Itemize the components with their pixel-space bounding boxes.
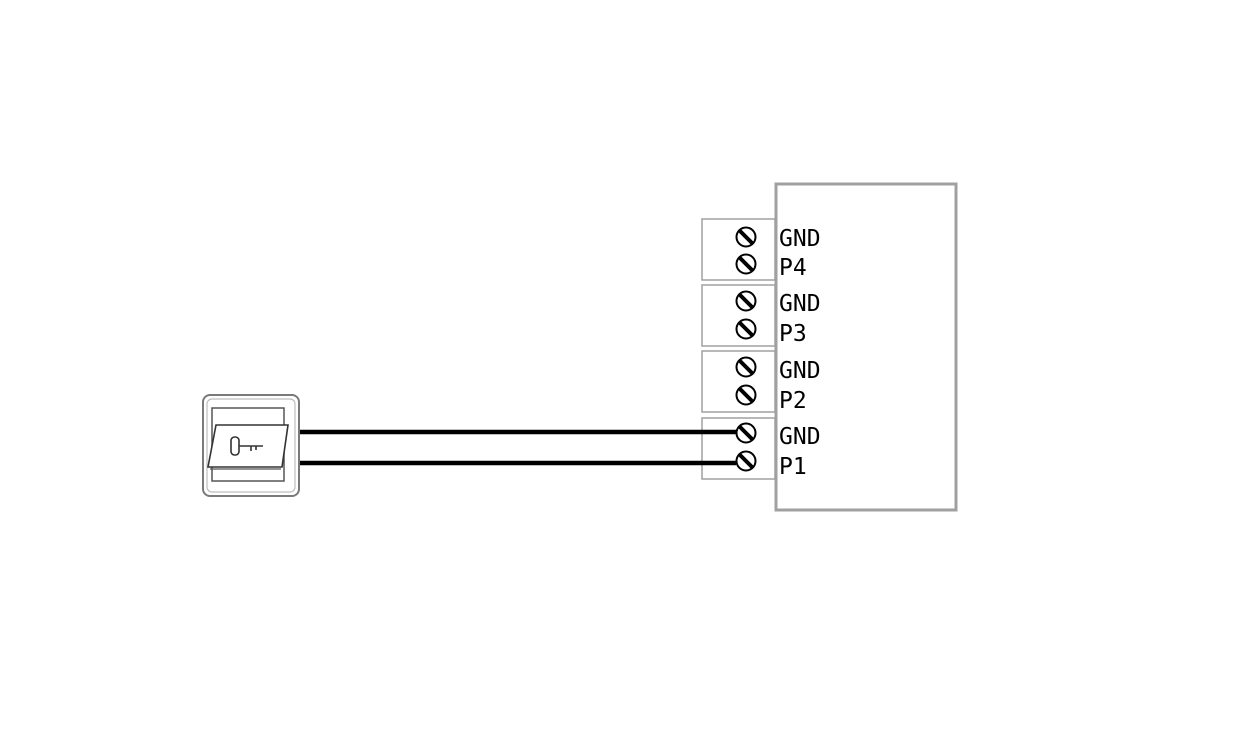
screw-terminal-icon — [735, 384, 757, 406]
key-switch-icon — [230, 436, 263, 456]
terminal-block-4-housing — [701, 417, 776, 480]
terminal-block-1: GND P4 — [701, 218, 821, 281]
terminal-block-3: GND P2 — [701, 350, 821, 414]
screw-terminal-icon — [735, 318, 757, 340]
pin-label-p4: P4 — [779, 255, 807, 281]
screw-terminal-icon — [735, 422, 757, 444]
pin-label-p3: P3 — [779, 321, 807, 347]
terminal-block-4: GND P1 — [701, 417, 821, 480]
pin-label-gnd: GND — [779, 424, 821, 450]
screw-terminal-icon — [735, 290, 757, 312]
terminal-block-2: GND P3 — [701, 284, 821, 347]
controller-board — [774, 182, 958, 512]
screw-terminal-icon — [735, 253, 757, 275]
terminal-block-3-housing — [701, 350, 776, 413]
screw-terminal-icon — [735, 450, 757, 472]
pin-label-gnd: GND — [779, 358, 821, 384]
pin-label-p1: P1 — [779, 454, 807, 480]
pin-label-gnd: GND — [779, 291, 821, 317]
pin-label-p2: P2 — [779, 388, 807, 414]
pin-label-gnd: GND — [779, 226, 821, 252]
key-switch — [202, 394, 300, 497]
screw-terminal-icon — [735, 356, 757, 378]
key-switch-inner-plate — [206, 398, 296, 493]
terminal-block-2-housing — [701, 284, 776, 347]
terminal-block-1-housing — [701, 218, 776, 281]
screw-terminal-icon — [735, 226, 757, 248]
